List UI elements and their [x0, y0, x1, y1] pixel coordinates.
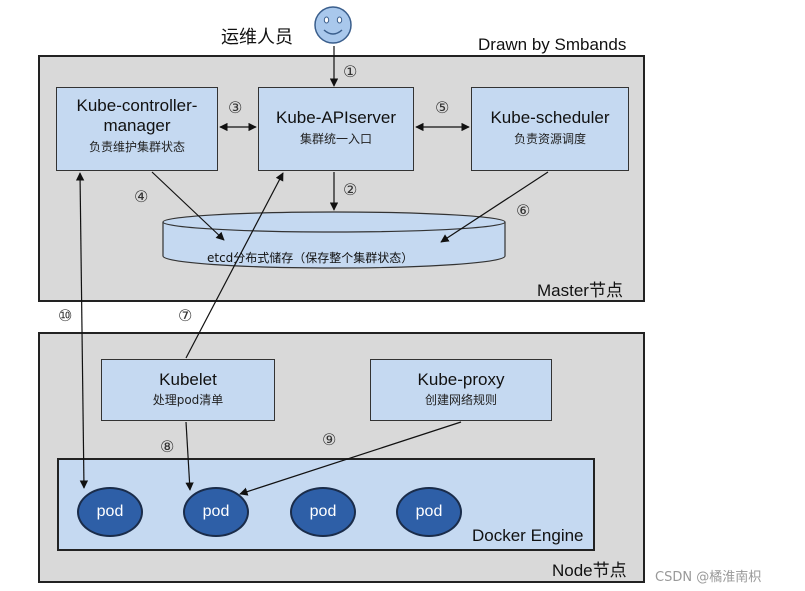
watermark-text: CSDN @橘淮南枳 — [655, 570, 762, 585]
controller-manager-title-2: manager — [103, 116, 171, 135]
docker-engine-label: Docker Engine — [472, 526, 584, 545]
pod-1: pod — [77, 487, 143, 537]
step-1-label: ① — [343, 62, 358, 81]
controller-manager-title-1: Kube-controller- — [76, 96, 198, 115]
kube-proxy-box: Kube-proxy 创建网络规则 — [370, 359, 552, 421]
credit-text: Drawn by Smbands — [478, 35, 627, 54]
kube-proxy-subtitle: 创建网络规则 — [424, 393, 497, 407]
kubelet-subtitle: 处理pod清单 — [152, 393, 224, 407]
step-10-label: ⑩ — [58, 306, 73, 325]
pod-4: pod — [396, 487, 462, 537]
apiserver-subtitle: 集群统一入口 — [299, 132, 372, 146]
controller-manager-box: Kube-controller- manager 负责维护集群状态 — [56, 87, 218, 171]
step-8-label: ⑧ — [160, 437, 175, 456]
operator-label: 运维人员 — [221, 27, 293, 48]
step-4-label: ④ — [134, 187, 149, 206]
controller-manager-subtitle: 负责维护集群状态 — [88, 140, 185, 154]
apiserver-title: Kube-APIserver — [276, 108, 396, 127]
kubelet-box: Kubelet 处理pod清单 — [101, 359, 275, 421]
step-9-label: ⑨ — [322, 430, 337, 449]
pod-2: pod — [183, 487, 249, 537]
step-3-label: ③ — [228, 98, 243, 117]
worker-node-label: Node节点 — [552, 561, 627, 580]
step-5-label: ⑤ — [435, 98, 450, 117]
scheduler-box: Kube-scheduler 负责资源调度 — [471, 87, 629, 171]
master-node-label: Master节点 — [537, 281, 623, 300]
apiserver-box: Kube-APIserver 集群统一入口 — [258, 87, 414, 171]
step-7-label: ⑦ — [178, 306, 193, 325]
etcd-label: etcd分布式储存（保存整个集群状态） — [207, 251, 414, 265]
smiley-face-icon — [314, 6, 352, 44]
pod-3: pod — [290, 487, 356, 537]
scheduler-subtitle: 负责资源调度 — [513, 132, 586, 146]
step-2-label: ② — [343, 180, 358, 199]
kube-proxy-title: Kube-proxy — [417, 370, 505, 389]
kubelet-title: Kubelet — [159, 370, 217, 389]
step-6-label: ⑥ — [516, 201, 531, 220]
scheduler-title: Kube-scheduler — [490, 108, 610, 127]
